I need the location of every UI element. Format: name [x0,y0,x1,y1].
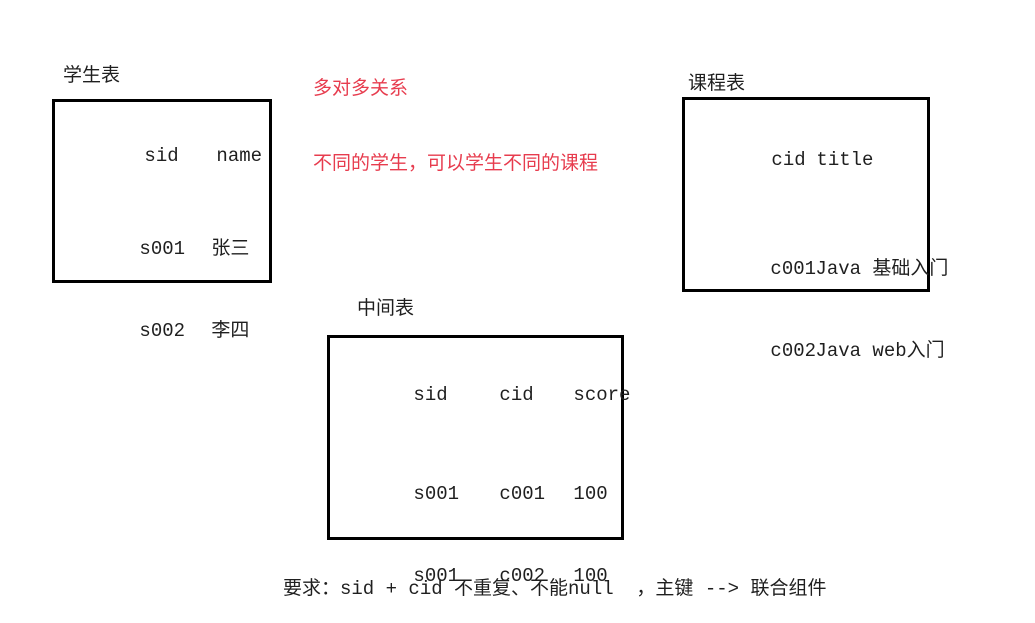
middle-col-score: score [573,384,631,406]
relationship-note-line1: 多对多关系 [313,78,409,100]
student-col-name: name [216,145,263,167]
course-cell-cid: c002 [770,340,817,362]
middle-col-cid: cid [499,384,534,406]
course-table-header: cid title [703,121,927,199]
middle-cell-sid: s001 [413,565,460,587]
course-table-row: c001Java 基础入门 [702,230,948,308]
course-cell-title: Java 基础入门 [815,258,949,280]
relationship-note: 多对多关系 不同的学生，可以学生不同的课程 [313,27,598,227]
student-cell-sid: s001 [139,238,186,260]
middle-table-label: 中间表 [357,298,415,320]
course-table-box: cid title c001Java 基础入门 c002Java web入门 [682,97,948,362]
student-table-box: sid name s001 张三 s002 李四 [52,99,272,342]
student-cell-name: 李四 [211,320,250,342]
middle-table-row: s001 c001 100 [345,455,621,533]
student-table-row: s001 张三 [71,210,269,288]
requirement-note: 要求：sid + cid 不重复、不能null ，主键 --> 联合组件 [283,578,827,600]
middle-cell-cid: c001 [499,483,546,505]
student-cell-name: 张三 [211,238,250,260]
course-col-title: title [816,149,874,171]
middle-col-sid: sid [413,384,448,406]
middle-table-header: sid cid score [345,356,630,434]
middle-cell-score: 100 [573,565,608,587]
course-table-label: 课程表 [688,73,746,95]
course-cell-title: Java web入门 [815,340,945,362]
course-cell-cid: c001 [770,258,817,280]
relationship-note-line2: 不同的学生，可以学生不同的课程 [313,153,599,175]
student-cell-sid: s002 [139,320,186,342]
course-col-cid: cid [771,149,806,171]
middle-cell-sid: s001 [413,483,460,505]
student-table-row: s002 李四 [71,292,269,370]
middle-table-row: s001 c002 100 [345,537,621,615]
course-table-row: c002Java web入门 [702,312,944,390]
middle-cell-score: 100 [573,483,608,505]
middle-cell-cid: c002 [499,565,546,587]
student-table-label: 学生表 [63,65,121,87]
student-table-header: sid name [76,117,269,195]
student-col-sid: sid [144,145,179,167]
